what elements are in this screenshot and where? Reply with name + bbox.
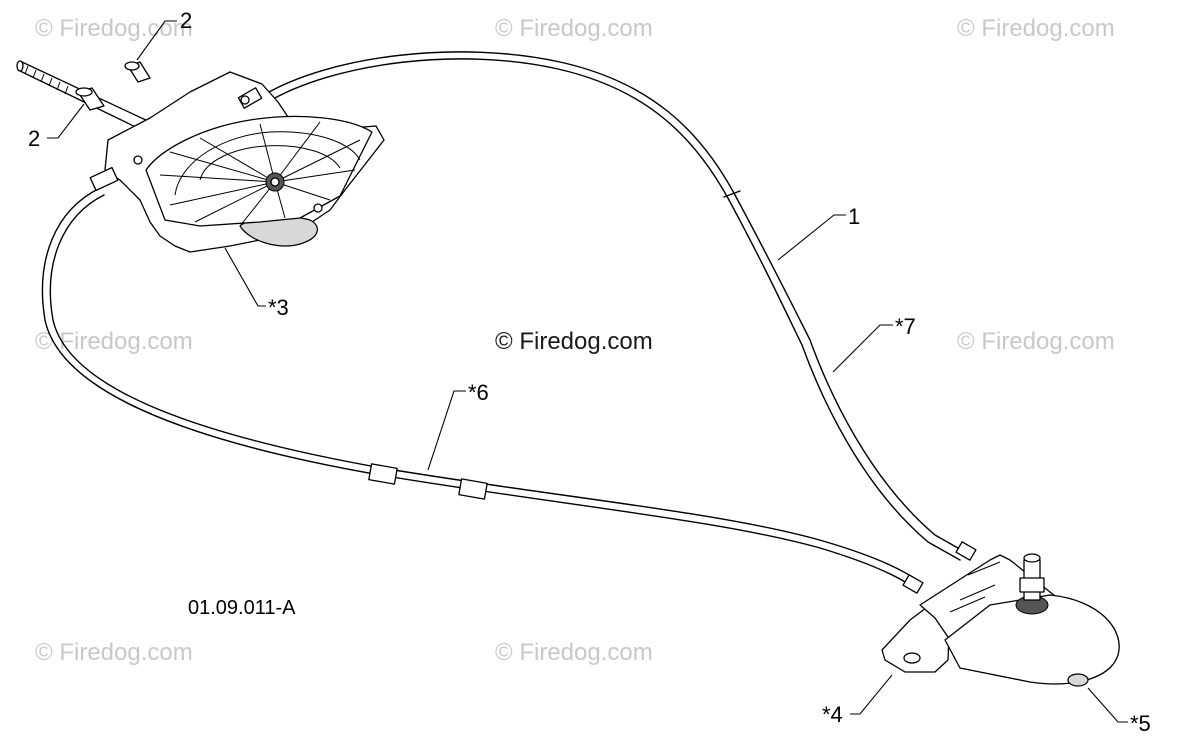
cable-6-ferrule-left [368,463,398,485]
leader-6 [427,390,466,471]
watermark-mid-right: © Firedog.com [957,328,1115,355]
cable-6-end-fitting [902,574,924,594]
leader-5 [1087,687,1128,723]
bolt-left [75,87,105,111]
callout-6: *6 [468,380,489,405]
leader-4 [850,674,893,715]
watermark-bottom-left: © Firedog.com [35,639,193,666]
cable-1 [261,51,977,561]
callout-3: *3 [268,295,289,320]
figure-code: 01.09.011-A [188,597,296,619]
callout-labels: 2 2 *3 1 *7 *6 *4 *5 [28,8,1151,736]
control-unit-vanes [159,121,361,227]
leader-7 [832,324,893,373]
callout-2-top: 2 [180,8,192,33]
watermark-bottom-center: © Firedog.com [495,639,653,666]
leader-2-top [136,20,177,61]
callout-4: *4 [822,702,843,727]
control-unit-cable-port-lower [89,166,119,192]
cable-6-ferrule-right [458,478,488,500]
watermark-top-right: © Firedog.com [957,15,1115,42]
bracket-stud [1015,553,1049,615]
leader-3 [224,247,266,307]
cable-1-end-fitting [955,541,977,561]
pulley-plate-stud [1067,673,1089,687]
cable-6 [41,187,924,594]
callout-5: *5 [1130,711,1151,736]
callout-2-left: 2 [28,126,40,151]
callout-7: *7 [895,314,916,339]
watermark-top-left: © Firedog.com [35,15,193,42]
watermark-top-center: © Firedog.com [495,15,653,42]
bolt-top [124,61,151,83]
callout-1: 1 [848,204,860,229]
cable-sleeve-joint [723,190,741,198]
pulley-plate [944,594,1120,687]
leader-2-left [47,103,85,139]
leader-1 [777,214,846,261]
watermark-center: © Firedog.com [495,328,653,355]
control-unit [89,71,385,253]
leader-lines [47,20,1128,723]
